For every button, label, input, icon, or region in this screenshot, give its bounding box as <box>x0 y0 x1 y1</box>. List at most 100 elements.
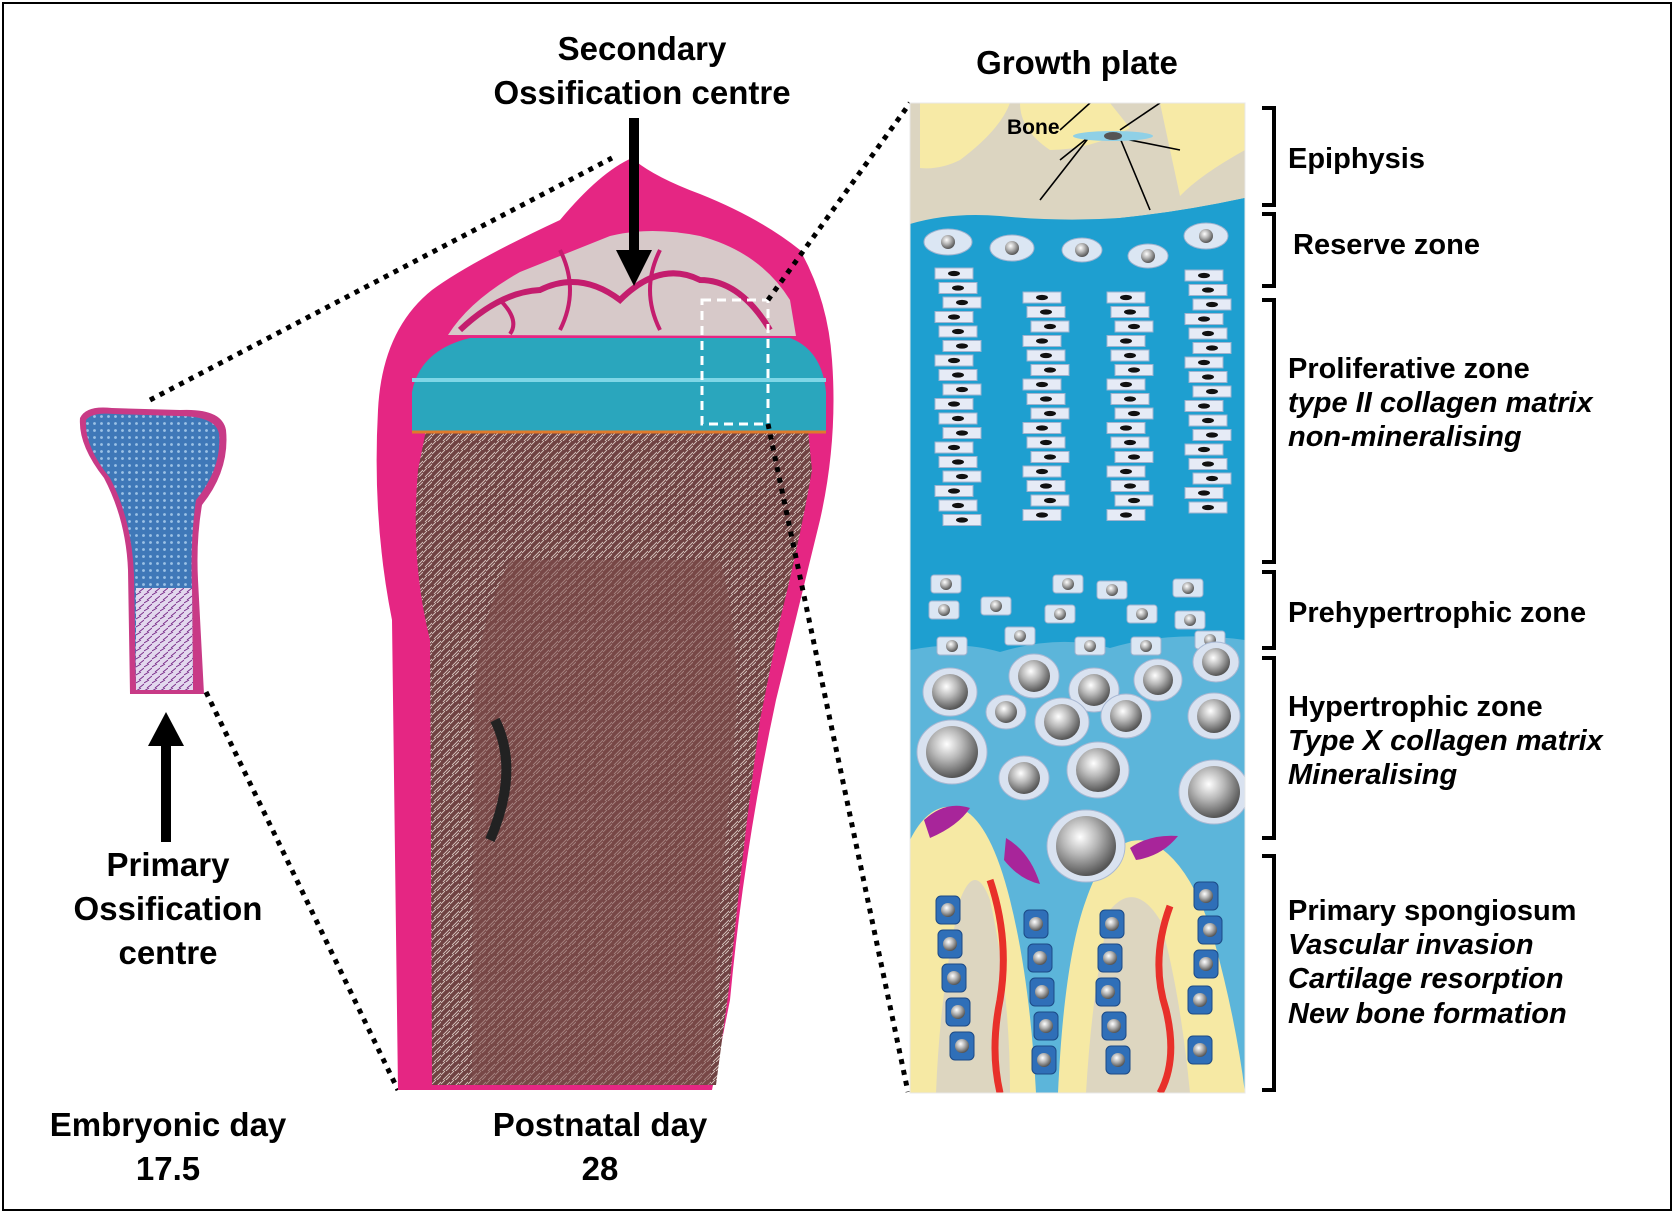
prehypertrophic-cell-nucleus <box>1136 608 1148 620</box>
prehypertrophic-cell-nucleus <box>1184 614 1196 626</box>
proliferative-cell-nucleus <box>1044 367 1056 373</box>
hypertrophic-cell-nucleus <box>1056 816 1116 876</box>
osteoblast-nucleus <box>1199 889 1213 903</box>
proliferative-cell-nucleus <box>948 488 960 494</box>
reserve-cell-nucleus <box>941 235 955 249</box>
prehypertrophic-cell-nucleus <box>938 604 950 616</box>
proliferative-cell-nucleus <box>1036 468 1048 475</box>
zone-label-epiphysis: Epiphysis <box>1288 142 1425 176</box>
proliferative-cell-nucleus <box>952 372 964 378</box>
proliferative-cell-nucleus <box>1124 483 1136 489</box>
proliferative-cell-nucleus <box>1202 330 1214 337</box>
proliferative-cell-nucleus <box>956 299 968 306</box>
proliferative-cell-nucleus <box>1044 323 1056 330</box>
reserve-cell-nucleus <box>1141 249 1155 263</box>
osteoblast-nucleus <box>947 971 961 985</box>
zone-title: Epiphysis <box>1288 143 1425 175</box>
reserve-cell-nucleus <box>1199 229 1213 243</box>
osteoblast-nucleus <box>1037 1053 1051 1067</box>
proliferative-cell-nucleus <box>1040 483 1052 489</box>
proliferative-cell-nucleus <box>956 430 968 436</box>
proliferative-cell-nucleus <box>1202 417 1214 424</box>
proliferative-cell-nucleus <box>1036 381 1048 388</box>
osteoblast-nucleus <box>1033 951 1047 965</box>
proliferative-cell-nucleus <box>1206 388 1218 395</box>
primary-ossification-label-line2: Ossification <box>73 890 263 927</box>
proliferative-cell-nucleus <box>1120 381 1132 388</box>
zone-label-prehypertrophic: Prehypertrophic zone <box>1288 596 1586 630</box>
proliferative-cell-nucleus <box>948 270 960 277</box>
hypertrophic-cell-nucleus <box>995 701 1017 723</box>
proliferative-cell-nucleus <box>1128 367 1140 373</box>
osteoblast-nucleus <box>1029 917 1043 931</box>
prehypertrophic-cell-nucleus <box>1014 630 1026 642</box>
prehypertrophic-cell-nucleus <box>1182 582 1194 594</box>
proliferative-cell-nucleus <box>948 357 960 364</box>
hypertrophic-cell-nucleus <box>1143 665 1173 695</box>
proliferative-cell-nucleus <box>1044 497 1056 504</box>
zone-title: Hypertrophic zone <box>1288 691 1543 723</box>
proliferative-cell-nucleus <box>952 328 964 335</box>
hypertrophic-cell-nucleus <box>1044 704 1080 740</box>
hypertrophic-cell-nucleus <box>1076 748 1120 792</box>
proliferative-cell-nucleus <box>1128 323 1140 330</box>
proliferative-cell-nucleus <box>1198 316 1210 322</box>
proliferative-cell-nucleus <box>948 314 960 320</box>
zoom-lines-postnatal <box>765 101 913 1093</box>
osteoblast-nucleus <box>1199 957 1213 971</box>
proliferative-cell-nucleus <box>1206 475 1218 482</box>
osteoblast-nucleus <box>1103 951 1117 965</box>
proliferative-cell-nucleus <box>1120 294 1132 301</box>
osteoblast-nucleus <box>941 903 955 917</box>
zone-label-reserve: Reserve zone <box>1293 228 1480 262</box>
hypertrophic-cell-nucleus <box>932 674 968 710</box>
proliferative-cell-nucleus <box>1044 410 1056 417</box>
proliferative-cell-nucleus <box>956 343 968 349</box>
proliferative-cell-nucleus <box>1040 439 1052 446</box>
zone-label-hypertrophic: Hypertrophic zone Type X collagen matrix… <box>1288 690 1603 793</box>
proliferative-cell-nucleus <box>948 444 960 451</box>
zone-title: Primary spongiosum <box>1288 895 1577 927</box>
growth-plate-title: Growth plate <box>976 44 1178 81</box>
proliferative-cell-nucleus <box>1124 352 1136 359</box>
proliferative-cell-nucleus <box>1198 446 1210 453</box>
zone-detail: New bone formation <box>1288 997 1567 1030</box>
secondary-ossification-label-line2: Ossification centre <box>493 74 791 111</box>
osteoblast-nucleus <box>1193 993 1207 1007</box>
hypertrophic-cell-nucleus <box>1202 648 1230 676</box>
osteoblast-nucleus <box>1035 985 1049 999</box>
osteoblast-nucleus <box>951 1005 965 1019</box>
zone-title: Reserve zone <box>1293 229 1480 261</box>
proliferative-cell-nucleus <box>1036 294 1048 301</box>
proliferative-cell-nucleus <box>1124 439 1136 446</box>
proliferative-cell-nucleus <box>952 459 964 465</box>
proliferative-cell-nucleus <box>1202 374 1214 380</box>
zone-label-primary-spongiosum: Primary spongiosum Vascular invasion Car… <box>1288 894 1576 1031</box>
osteoblast-nucleus <box>1105 917 1119 931</box>
embryonic-caption-line2: 17.5 <box>135 1150 201 1187</box>
embryonic-caption-line1: Embryonic day <box>49 1106 287 1143</box>
prehypertrophic-cell-nucleus <box>1140 640 1152 652</box>
osteoblast-nucleus <box>1203 923 1217 937</box>
prehypertrophic-cell-nucleus <box>940 578 952 590</box>
proliferative-cell-nucleus <box>1128 497 1140 504</box>
prehypertrophic-cell-nucleus <box>1062 578 1074 590</box>
proliferative-cell-nucleus <box>956 517 968 523</box>
proliferative-cell-nucleus <box>1124 309 1136 315</box>
osteoblast-nucleus <box>955 1039 969 1053</box>
zone-title: Prehypertrophic zone <box>1288 597 1587 629</box>
proliferative-cell-nucleus <box>1202 461 1214 467</box>
osteoblast-nucleus <box>1111 1053 1125 1067</box>
zone-brackets <box>1262 106 1276 1092</box>
proliferative-cell-nucleus <box>1198 490 1210 496</box>
osteoblast-nucleus <box>1193 1043 1207 1057</box>
secondary-ossification-label-line1: Secondary <box>557 30 727 67</box>
hypertrophic-cell-nucleus <box>1197 699 1231 733</box>
hypertrophic-cell-nucleus <box>1110 700 1142 732</box>
osteoblast-nucleus <box>1039 1019 1053 1033</box>
proliferative-cell-nucleus <box>1120 512 1132 518</box>
zone-detail: type II collagen matrix <box>1288 387 1593 420</box>
embryonic-bone-section <box>79 407 227 694</box>
